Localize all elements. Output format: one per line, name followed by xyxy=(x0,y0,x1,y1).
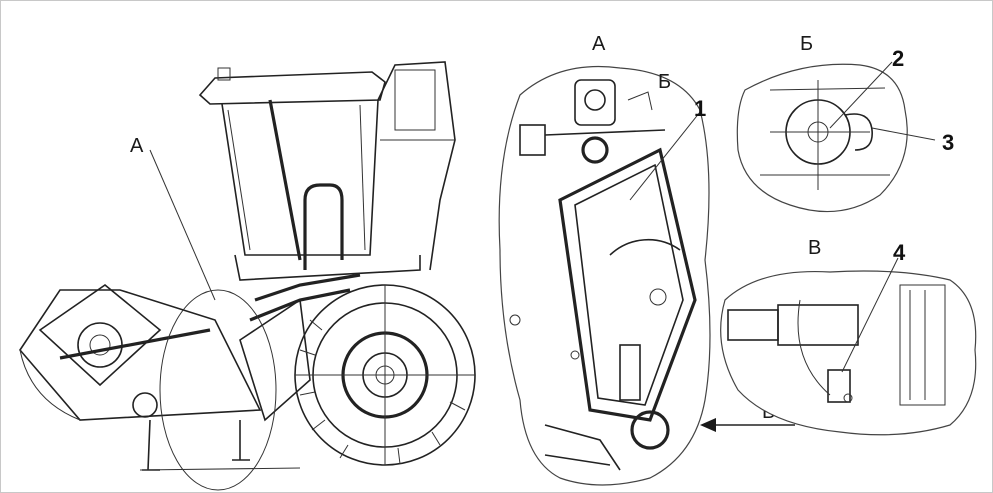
leader-2 xyxy=(829,61,893,129)
detail-b-centerlines xyxy=(770,80,870,190)
detail-v-outline xyxy=(720,270,977,436)
detail-v-wall xyxy=(899,284,946,406)
cab-roof xyxy=(198,71,386,105)
main-pivot xyxy=(581,136,609,164)
callout-4: 4 xyxy=(893,240,906,265)
wheel-centerlines xyxy=(295,285,475,465)
detail-a-outline xyxy=(498,65,711,486)
reel-frame xyxy=(38,283,162,387)
bolt-2 xyxy=(570,350,580,360)
callout-3: 3 xyxy=(942,130,954,155)
detail-b-spring xyxy=(844,113,873,151)
detail-b-outline xyxy=(736,63,908,213)
detail-v-housing xyxy=(777,304,859,346)
leader-1 xyxy=(629,111,701,201)
cab-glass-front xyxy=(227,109,251,251)
detail-a-letter: А xyxy=(592,33,606,55)
bolt-1 xyxy=(509,314,521,326)
detail-b-letter: Б xyxy=(800,33,813,55)
top-pivot xyxy=(584,89,606,111)
detail-view-b: Б 2 3 xyxy=(736,33,954,213)
reel-hub xyxy=(77,322,123,368)
engine-panel xyxy=(394,69,436,131)
leader-4 xyxy=(841,257,899,373)
tire-tread xyxy=(299,319,466,465)
cab-glass-rear xyxy=(359,104,366,251)
divider xyxy=(19,349,81,421)
harvester-side-view: А xyxy=(18,61,476,491)
feeder-line-1 xyxy=(254,273,361,302)
detail-a-frame xyxy=(558,147,697,422)
skid-2 xyxy=(232,420,250,461)
detail-view-v: В 4 xyxy=(720,237,977,436)
detail-a-frame-inner xyxy=(574,163,684,406)
handrail xyxy=(303,183,344,270)
pointer-b xyxy=(627,91,653,111)
detail-v-arc xyxy=(797,299,831,396)
side-clamp xyxy=(519,124,546,156)
callout-1: 1 xyxy=(694,96,706,121)
detail-b-rails xyxy=(760,87,890,176)
bottom-frame xyxy=(544,424,621,471)
detail-b-pointer-letter: Б xyxy=(658,71,671,93)
cab-frame xyxy=(221,99,379,256)
top-bracket xyxy=(574,79,616,126)
disc-hub xyxy=(649,288,667,306)
cab-pillar xyxy=(268,99,302,261)
detail-v-bolt xyxy=(843,393,853,403)
engine-housing xyxy=(377,61,456,271)
detail-v-letter: В xyxy=(808,237,821,259)
skid-1 xyxy=(142,419,160,471)
bottom-roller xyxy=(630,410,670,450)
leader-3 xyxy=(871,127,936,141)
view-a-circle xyxy=(159,289,277,491)
arrow-v-head xyxy=(700,418,716,432)
feeder-housing xyxy=(239,298,311,422)
callout-2: 2 xyxy=(892,46,904,71)
header-body xyxy=(18,289,262,421)
lower-block xyxy=(619,344,641,401)
detail-v-wall-lines xyxy=(909,290,926,400)
reel-axle xyxy=(89,334,111,356)
beacon xyxy=(217,67,231,81)
leader-a xyxy=(149,149,216,301)
detail-v-bracket xyxy=(827,369,851,403)
header-wheel xyxy=(132,392,158,418)
ground-line xyxy=(139,467,301,471)
detail-view-a: Б А 1 В xyxy=(498,33,795,486)
drive-disc xyxy=(609,238,681,256)
main-view-letter: А xyxy=(130,135,144,157)
cross-bar xyxy=(544,129,666,136)
reel-arm xyxy=(59,328,211,360)
platform xyxy=(234,254,421,281)
